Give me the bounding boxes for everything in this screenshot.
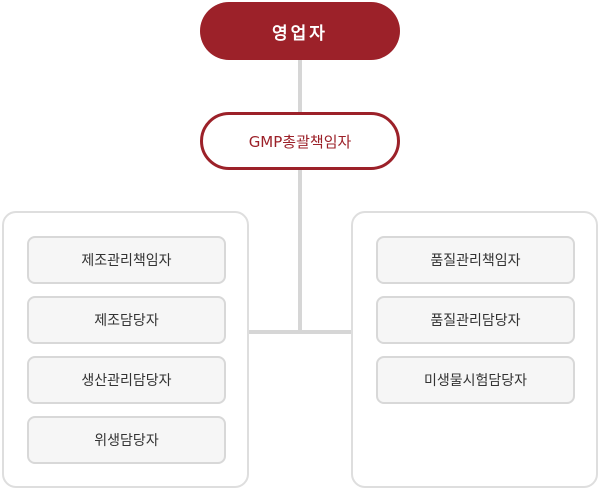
role-hygiene-staff: 위생담당자 [27,416,226,464]
node-gmp-manager: GMP총괄책임자 [200,112,400,170]
node-business-operator-label: 영업자 [272,23,328,44]
role-microbiology-test-staff: 미생물시험담당자 [376,356,575,404]
role-quality-staff: 품질관리담당자 [376,296,575,344]
role-manufacturing-manager: 제조관리책임자 [27,236,226,284]
role-quality-manager: 품질관리책임자 [376,236,575,284]
connector-horizontal [249,330,351,334]
group-manufacturing: 제조관리책임자 제조담당자 생산관리담당자 위생담당자 [2,211,249,488]
group-quality: 품질관리책임자 품질관리담당자 미생물시험담당자 [351,211,598,488]
role-manufacturing-staff: 제조담당자 [27,296,226,344]
node-business-operator: 영업자 [200,2,400,60]
node-gmp-manager-label: GMP총괄책임자 [248,132,352,151]
connector-mid-down [298,170,302,334]
role-production-management-staff: 생산관리담당자 [27,356,226,404]
connector-top-to-mid [298,60,302,112]
